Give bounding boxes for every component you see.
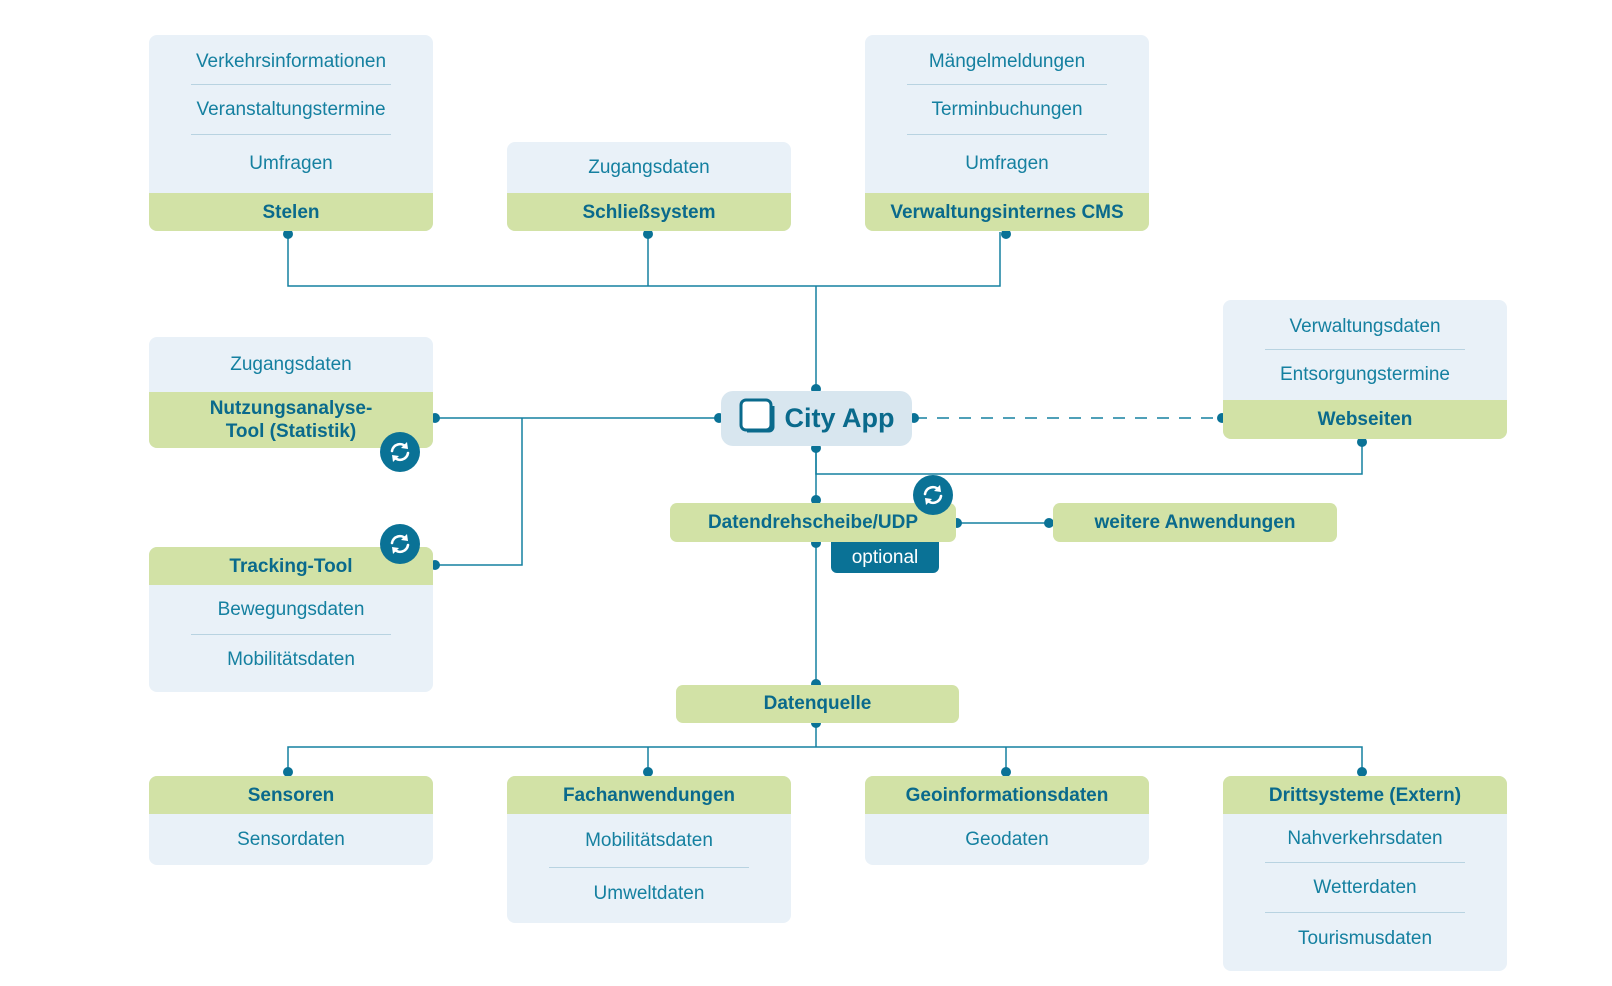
nutzungsanalyse-card: Zugangsdaten Nutzungsanalyse-Tool (Stati… [149,337,433,448]
sensoren-card: Sensoren Sensordaten [149,776,433,865]
tracking-item: Mobilitätsdaten [227,649,355,670]
webseiten-item: Verwaltungsdaten [1223,300,1507,350]
geoinformationsdaten-card: Geoinformationsdaten Geodaten [865,776,1149,865]
webseiten-card: Verwaltungsdaten Entsorgungstermine Webs… [1223,300,1507,439]
stelen-card: Verkehrsinformationen Veranstaltungsterm… [149,35,433,231]
cms-item: Umfragen [965,153,1049,174]
city-app-label: City App [784,403,895,433]
cms-card: Mängelmeldungen Terminbuchungen Umfragen… [865,35,1149,231]
stelen-item: Verkehrsinformationen [149,35,433,85]
stelen-title: Stelen [149,193,433,231]
fachanwendungen-card: Fachanwendungen Mobilitätsdaten Umweltda… [507,776,791,923]
app-icon [739,398,775,439]
drittsysteme-title: Drittsysteme (Extern) [1223,776,1507,814]
cms-item: Mängelmeldungen [865,35,1149,85]
datenquelle-node: Datenquelle [676,685,959,723]
geoinformationsdaten-title: Geoinformationsdaten [865,776,1149,814]
sync-icon [913,475,953,515]
sync-icon [380,524,420,564]
schliesssystem-title: Schließsystem [507,193,791,231]
drittsysteme-item: Wetterdaten [1223,863,1507,913]
webseiten-item: Entsorgungstermine [1279,364,1451,385]
schliesssystem-card: Zugangsdaten Schließsystem [507,142,791,231]
drittsysteme-item: Nahverkehrsdaten [1223,814,1507,863]
geoinformationsdaten-item: Geodaten [965,828,1049,850]
sensoren-item: Sensordaten [237,828,345,850]
fachanwendungen-title: Fachanwendungen [507,776,791,814]
stelen-item: Veranstaltungstermine [149,85,433,135]
nutzungsanalyse-item: Zugangsdaten [230,353,352,375]
cms-item: Terminbuchungen [865,85,1149,135]
drittsysteme-item: Tourismusdaten [1297,928,1433,949]
tracking-card: Tracking-Tool Bewegungsdaten Mobilitätsd… [149,547,433,692]
stelen-item: Umfragen [249,153,333,174]
fachanwendungen-item: Mobilitätsdaten [507,814,791,868]
sensoren-title: Sensoren [149,776,433,814]
datendrehscheibe-node: Datendrehscheibe/UDP [670,503,956,542]
drittsysteme-card: Drittsysteme (Extern) Nahverkehrsdaten W… [1223,776,1507,971]
fachanwendungen-item: Umweltdaten [593,883,705,904]
city-app-node: City App [721,391,912,446]
weitere-anwendungen-node: weitere Anwendungen [1053,503,1337,542]
cms-title: Verwaltungsinternes CMS [865,193,1149,231]
optional-badge: optional [831,542,939,573]
tracking-item: Bewegungsdaten [149,585,433,635]
sync-icon [380,432,420,472]
webseiten-title: Webseiten [1223,400,1507,439]
schliesssystem-item: Zugangsdaten [588,156,710,178]
